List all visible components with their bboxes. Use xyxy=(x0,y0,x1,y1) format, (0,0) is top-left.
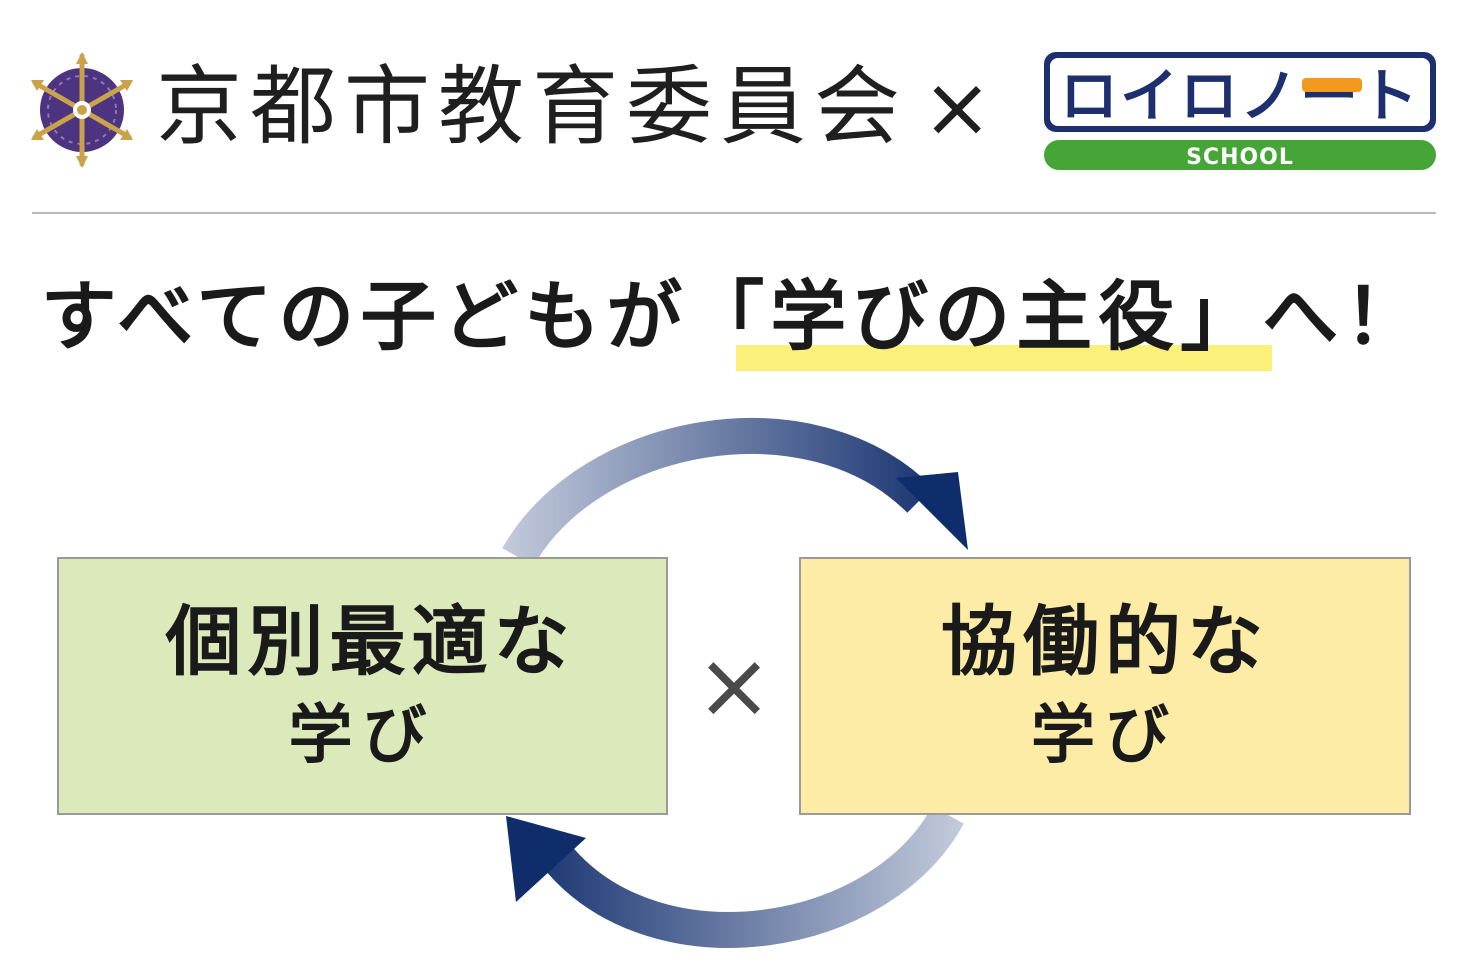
organization-name: 京都市教育委員会 xyxy=(156,57,908,157)
collaborative-learning-sub: 学び xyxy=(1031,699,1179,773)
collaborative-learning-box: 協働的な 学び xyxy=(799,557,1411,815)
cycle-arrow-bottom-icon xyxy=(506,805,964,948)
logo-wordmark: ロイロノート xyxy=(1060,62,1420,130)
kyoto-city-emblem-icon xyxy=(31,52,133,168)
roilo-note-school-logo: ロイロノート SCHOOL xyxy=(1044,52,1436,170)
individual-learning-title: 個別最適な xyxy=(165,597,576,686)
individual-learning-box: 個別最適な 学び xyxy=(57,557,668,815)
collaboration-cross: × xyxy=(922,58,993,156)
headline-highlight xyxy=(736,345,1272,371)
headline: すべての子どもが「学びの主役」へ！ xyxy=(40,272,1427,361)
header-divider xyxy=(32,212,1436,214)
multiply-icon: × xyxy=(695,632,773,739)
logo-school-label: SCHOOL xyxy=(1186,145,1294,170)
individual-learning-sub: 学び xyxy=(288,699,437,773)
cycle-arrow-top-icon xyxy=(502,418,968,567)
collaborative-learning-title: 協働的な xyxy=(941,597,1269,686)
